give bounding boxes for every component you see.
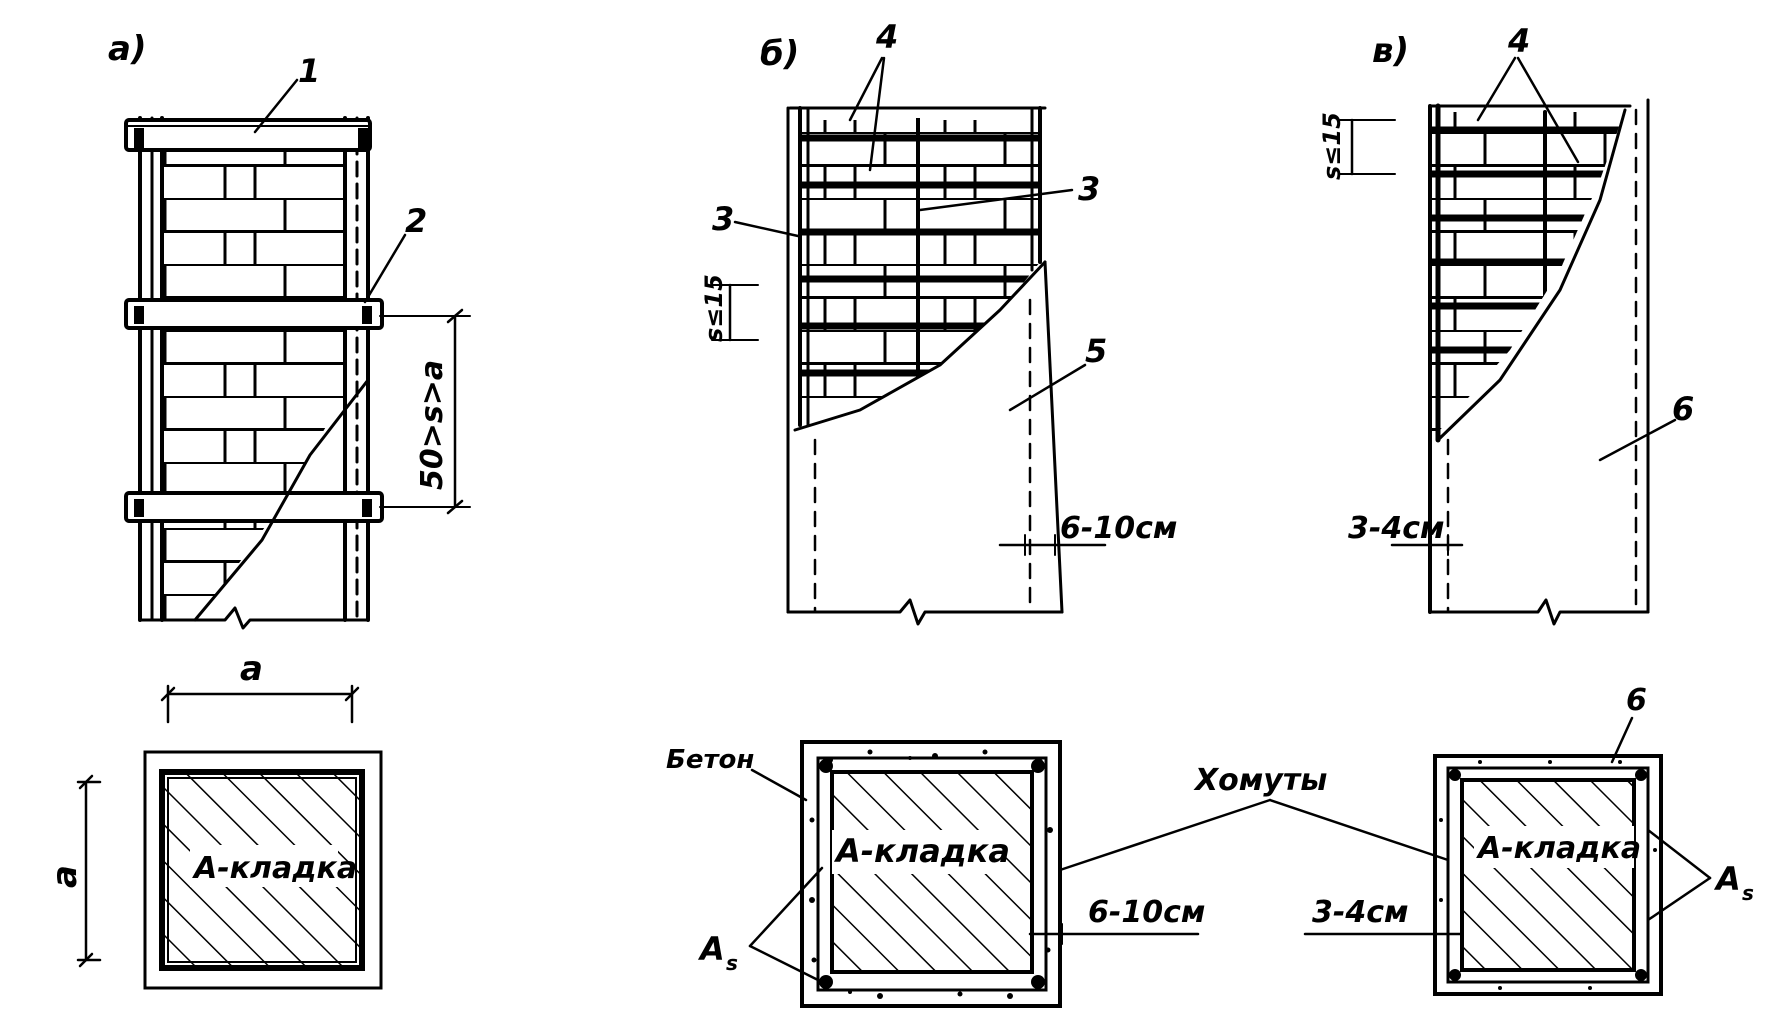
panel-c-thickness-dimension: 3-4см <box>1348 511 1464 556</box>
panel-b-base-break <box>786 598 1064 626</box>
stirrups-leader-left <box>1058 798 1272 872</box>
panel-b-section-thickness: 6-10см <box>1088 895 1205 930</box>
panel-a-angle-inner <box>167 777 357 963</box>
panel-c-break-line <box>1436 108 1627 442</box>
panel-a-strap-top <box>124 118 372 152</box>
panel-c-corner-rebars <box>1449 769 1647 981</box>
panel-b-section: А-кладка Бетон A s 6-10см <box>666 740 1205 1008</box>
panel-a-spacing-dimension: 50>s>a <box>379 308 471 515</box>
panel-b-elevation: б) 4 3 <box>700 18 1177 626</box>
panel-b-break-line <box>793 260 1047 432</box>
panel-c-thickness-label: 3-4см <box>1348 511 1445 546</box>
panel-b-section-label: А-кладка <box>833 832 1010 870</box>
panel-b-brick-masonry <box>800 118 1040 425</box>
panel-b-section-concrete: Бетон <box>666 745 754 775</box>
panel-b-corner-rebars <box>819 759 1045 989</box>
panel-a-section-label: А-кладка <box>192 851 357 886</box>
panel-a-callout-1: 1 <box>298 52 320 90</box>
panel-c-spacing-dimension: s≤15 <box>1318 112 1396 180</box>
panel-b-callout-3-right: 3 <box>1078 170 1100 208</box>
panel-a-label-bg <box>190 845 338 887</box>
panel-a-dim-a-top: a <box>240 649 263 689</box>
panel-c-callout-4: 4 <box>1507 22 1530 60</box>
panel-c-base-break <box>1428 598 1650 626</box>
panel-b-leader-rebar-2 <box>748 944 824 984</box>
panel-b-label-bg <box>832 830 1002 874</box>
panel-a-callout-2: 2 <box>405 202 427 240</box>
panel-c-leader-4b <box>1516 56 1580 164</box>
panel-c-section-label: А-кладка <box>1476 831 1641 866</box>
panel-b-concrete-texture <box>809 749 1053 999</box>
panel-b-thickness-dimension: 6-10см <box>998 511 1177 556</box>
panel-b-callout-5: 5 <box>1085 332 1107 370</box>
panel-c-leader-rebar-2 <box>1646 876 1712 922</box>
panel-c-leader-4a <box>1476 56 1517 122</box>
panel-a-leader-1 <box>253 78 299 134</box>
panel-a-strap-bottom <box>124 491 384 523</box>
panel-b-leader-rebar-1 <box>748 866 824 948</box>
stirrups-leader-right <box>1268 798 1450 862</box>
panel-b-callout-4: 4 <box>875 18 898 56</box>
panel-a-elevation: а) <box>108 29 471 630</box>
panel-a-strap-middle <box>124 298 384 330</box>
panel-a-leader-2 <box>363 233 407 304</box>
panel-b-leader-5 <box>1008 363 1087 412</box>
panel-c-section: А-кладка 6 A s 3-4см <box>1303 683 1754 996</box>
panel-a-right-angle <box>343 116 370 622</box>
panel-c-label-bg <box>1474 826 1634 868</box>
panel-c-concrete-texture <box>1439 760 1657 990</box>
panel-c-callout-6: 6 <box>1672 390 1694 428</box>
panel-c-section-rebar: A <box>1713 860 1741 898</box>
panel-c-title: в) <box>1372 31 1409 71</box>
panel-a-title: а) <box>108 29 146 69</box>
panel-c-leader-rebar-1 <box>1646 828 1712 880</box>
panel-a-dim-a-side: a <box>45 865 85 888</box>
panel-c-section-thickness-dim: 3-4см <box>1303 895 1464 945</box>
panel-a-top-dimension: a <box>160 649 360 724</box>
panel-c-section-thickness: 3-4см <box>1312 895 1409 930</box>
panel-b-thickness-label: 6-10см <box>1060 511 1177 546</box>
panel-c-section-leader-6 <box>1610 716 1634 764</box>
stirrups-label: Хомуты <box>1193 763 1327 798</box>
panel-b-spacing-label: s≤15 <box>700 274 728 342</box>
panel-c-stirrup <box>1446 766 1650 984</box>
panel-b-section-thickness-dim: 6-10см <box>1028 895 1205 945</box>
panel-a-left-angle <box>138 116 164 622</box>
panel-a-section: a a А-кладка <box>45 649 383 990</box>
panel-b-callout-3-left: 3 <box>712 200 734 238</box>
panel-b-section-rebar: A <box>697 930 725 968</box>
panel-b-shell-right-edge <box>1043 260 1064 614</box>
panel-c-elevation: в) 4 6 s≤15 <box>1318 22 1694 626</box>
panel-a-side-dimension: a <box>45 774 102 968</box>
panel-b-leader-3-right <box>918 188 1074 212</box>
panel-b-leader-concrete <box>750 768 808 802</box>
panel-c-section-callout-6: 6 <box>1626 683 1647 718</box>
panel-a-spacing-label: 50>s>a <box>415 360 450 490</box>
panel-c-section-rebar-sub: s <box>1742 881 1754 905</box>
panel-b-leader-4b <box>868 56 886 172</box>
panel-b-leader-3-left <box>733 220 800 238</box>
panel-c-leader-6 <box>1598 418 1677 462</box>
panel-b-title: б) <box>760 34 799 74</box>
panel-a-base-break <box>138 606 370 630</box>
panel-b-section-rebar-sub: s <box>726 951 738 975</box>
panel-b-leader-4a <box>848 56 884 122</box>
panel-b-spacing-dimension: s≤15 <box>700 274 759 342</box>
panel-c-spacing-label: s≤15 <box>1318 112 1346 180</box>
panel-c-brick-masonry <box>1430 110 1625 440</box>
panel-a-break-line <box>193 378 370 622</box>
stirrups-callout: Хомуты <box>1058 763 1450 872</box>
panel-c-masonry-core <box>1460 778 1636 972</box>
